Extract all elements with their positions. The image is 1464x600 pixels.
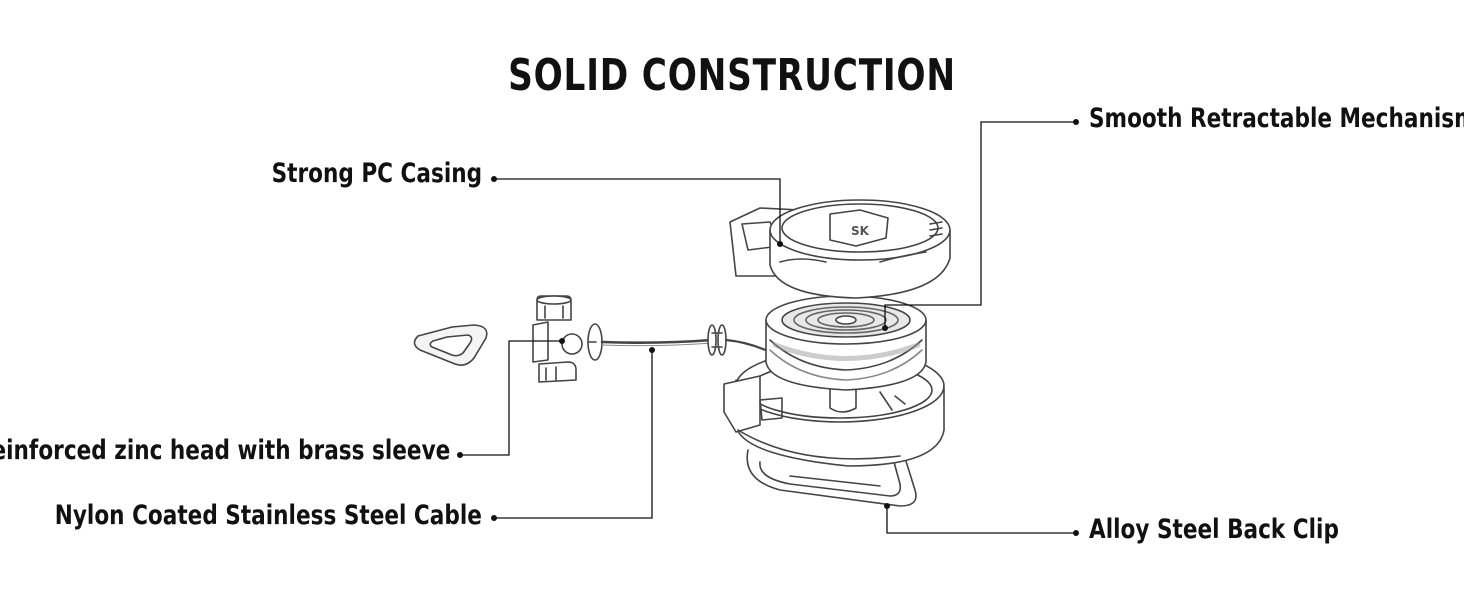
triangle-loop-part bbox=[413, 324, 488, 366]
leader-mechanism bbox=[884, 121, 1075, 328]
dot-zinc-head-end bbox=[559, 338, 565, 344]
leader-clip bbox=[886, 506, 1075, 534]
leader-lines bbox=[462, 121, 1075, 534]
label-zinc-head: Reinforced zinc head with brass sleeve bbox=[0, 435, 450, 466]
diagram-title: SOLID CONSTRUCTION bbox=[508, 50, 956, 101]
dot-mechanism bbox=[1073, 119, 1079, 125]
label-back-clip: Alloy Steel Back Clip bbox=[1089, 514, 1339, 545]
leader-zinc-head bbox=[462, 340, 562, 456]
dot-casing-end bbox=[777, 241, 783, 247]
dot-zinc-head bbox=[457, 452, 463, 458]
zinc-head-part bbox=[532, 295, 603, 383]
label-pc-casing: Strong PC Casing bbox=[271, 158, 482, 189]
label-nylon-cable: Nylon Coated Stainless Steel Cable bbox=[54, 500, 482, 531]
retractable-mechanism-part bbox=[765, 295, 927, 391]
leader-dots bbox=[457, 119, 1079, 536]
dot-cable-end bbox=[649, 347, 655, 353]
dot-casing bbox=[491, 176, 497, 182]
pc-casing-part: SK bbox=[729, 199, 951, 299]
leader-casing bbox=[496, 178, 781, 242]
dot-mechanism-end bbox=[882, 325, 888, 331]
dot-clip-end bbox=[884, 503, 890, 509]
dot-cable bbox=[491, 515, 497, 521]
svg-text:SK: SK bbox=[851, 224, 870, 238]
steel-cable-part bbox=[600, 324, 772, 356]
leader-cable bbox=[496, 350, 653, 519]
dot-clip bbox=[1073, 530, 1079, 536]
label-retractable-mechanism: Smooth Retractable Mechanism bbox=[1089, 103, 1464, 134]
